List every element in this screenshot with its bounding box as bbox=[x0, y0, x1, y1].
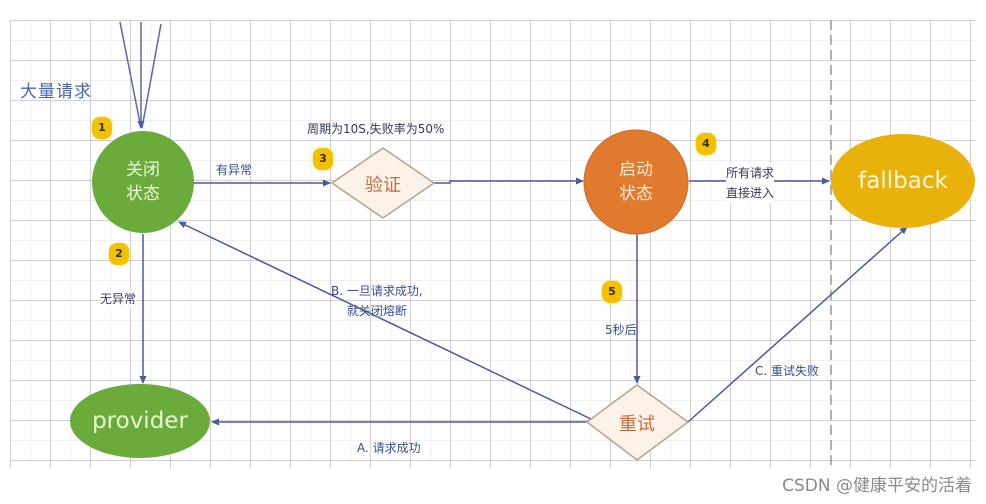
label-after-5s: 5秒后 bbox=[605, 323, 637, 337]
closed-state-label: 关闭 状态 bbox=[103, 158, 183, 206]
retry-label: 重试 bbox=[619, 414, 655, 435]
closed-state-line2: 状态 bbox=[126, 184, 160, 204]
edge-retry-to-fallback bbox=[687, 226, 908, 423]
verify-label: 验证 bbox=[365, 175, 401, 196]
step-badge-4: 4 bbox=[696, 133, 716, 155]
open-state-line2: 状态 bbox=[619, 184, 653, 204]
label-request-success: A. 请求成功 bbox=[357, 441, 421, 455]
retry-diamond bbox=[585, 384, 690, 461]
label-all-requests: 所有请求 直接进入 bbox=[726, 163, 775, 203]
all-requests-line2: 直接进入 bbox=[726, 186, 775, 200]
provider-node bbox=[70, 384, 210, 458]
fallback-node bbox=[831, 134, 975, 228]
close-breaker-line2: 就关闭熔断 bbox=[346, 304, 407, 318]
step-badge-5: 5 bbox=[602, 281, 622, 303]
label-period-rule: 周期为10S,失败率为50% bbox=[307, 122, 445, 136]
edge-retry-to-closed bbox=[178, 221, 594, 421]
incoming-requests-arrows bbox=[119, 21, 162, 129]
close-breaker-line1: B. 一旦请求成功, bbox=[331, 284, 423, 298]
step-badge-1: 1 bbox=[92, 117, 112, 139]
open-state-line1: 启动 bbox=[619, 160, 653, 180]
edge-verify-to-open bbox=[434, 177, 584, 185]
fallback-label: fallback bbox=[858, 168, 948, 194]
step-badge-3: 3 bbox=[313, 148, 333, 170]
verify-diamond bbox=[330, 147, 436, 219]
closed-state-line1: 关闭 bbox=[126, 160, 160, 180]
label-has-exception: 有异常 bbox=[216, 163, 253, 177]
all-requests-line1: 所有请求 bbox=[726, 166, 775, 180]
provider-label: provider bbox=[92, 408, 188, 434]
label-no-exception: 无异常 bbox=[100, 291, 137, 307]
closed-state-node bbox=[92, 131, 194, 233]
label-close-breaker: B. 一旦请求成功, 就关闭熔断 bbox=[331, 281, 423, 321]
open-state-label: 启动 状态 bbox=[596, 158, 676, 206]
title-label: 大量请求 bbox=[20, 82, 92, 102]
open-state-node bbox=[583, 129, 689, 235]
step-badge-2: 2 bbox=[109, 243, 129, 265]
watermark: CSDN @健康平安的活着 bbox=[782, 476, 972, 496]
label-retry-failed: C. 重试失败 bbox=[755, 364, 820, 378]
